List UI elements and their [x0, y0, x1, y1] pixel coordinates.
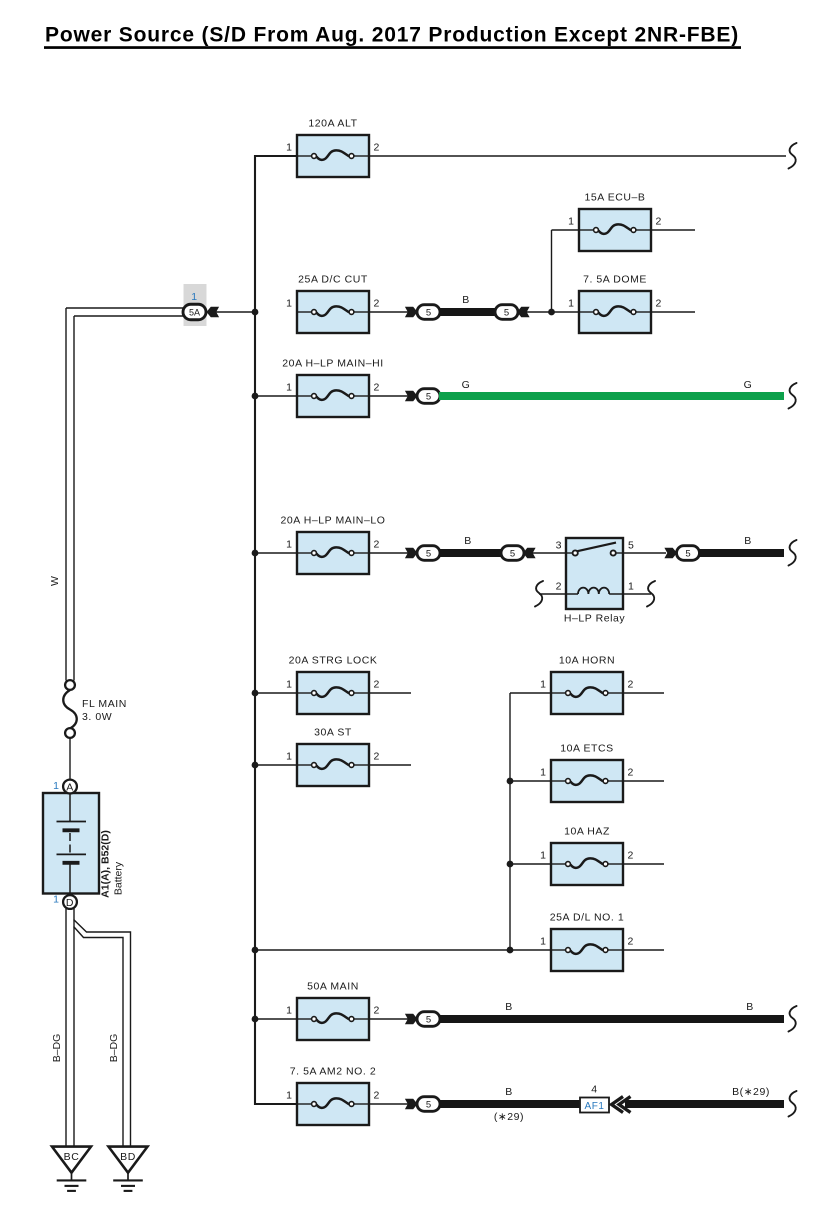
svg-text:(∗29): (∗29) — [494, 1111, 524, 1123]
svg-text:1: 1 — [540, 850, 546, 862]
svg-text:2: 2 — [656, 298, 662, 310]
svg-text:2: 2 — [374, 539, 380, 551]
svg-text:Battery: Battery — [113, 861, 125, 895]
svg-text:1: 1 — [568, 216, 574, 228]
svg-text:2: 2 — [374, 382, 380, 394]
svg-text:Power Source (S/D From Aug. 20: Power Source (S/D From Aug. 2017 Product… — [45, 24, 739, 47]
svg-text:W: W — [49, 576, 61, 586]
svg-text:BD: BD — [120, 1151, 136, 1163]
svg-text:4: 4 — [591, 1084, 597, 1096]
svg-text:B–DG: B–DG — [51, 1034, 63, 1063]
svg-text:G: G — [462, 379, 471, 391]
svg-text:2: 2 — [374, 751, 380, 763]
svg-text:25A D/C CUT: 25A D/C CUT — [298, 274, 368, 286]
svg-text:5: 5 — [504, 307, 509, 318]
svg-text:FL MAIN: FL MAIN — [82, 698, 127, 710]
svg-text:7. 5A AM2 NO. 2: 7. 5A AM2 NO. 2 — [290, 1066, 376, 1078]
svg-text:5A: 5A — [189, 307, 200, 317]
svg-text:2: 2 — [628, 767, 634, 779]
svg-text:AF1: AF1 — [585, 1101, 605, 1112]
svg-text:5: 5 — [426, 548, 431, 559]
svg-text:5: 5 — [685, 548, 690, 559]
svg-text:20A STRG LOCK: 20A STRG LOCK — [289, 655, 378, 667]
svg-text:2: 2 — [374, 679, 380, 691]
svg-text:B: B — [744, 535, 752, 547]
svg-text:1: 1 — [53, 893, 59, 905]
svg-text:G: G — [744, 379, 753, 391]
svg-text:B: B — [746, 1001, 754, 1013]
svg-text:5: 5 — [426, 307, 431, 318]
svg-text:B: B — [505, 1086, 513, 1098]
svg-text:D: D — [66, 897, 74, 909]
svg-text:2: 2 — [628, 850, 634, 862]
svg-text:2: 2 — [374, 1090, 380, 1102]
svg-text:5: 5 — [426, 1014, 431, 1025]
svg-text:1: 1 — [286, 679, 292, 691]
svg-text:1: 1 — [286, 382, 292, 394]
svg-text:15A ECU–B: 15A ECU–B — [585, 192, 646, 204]
svg-text:20A H–LP MAIN–LO: 20A H–LP MAIN–LO — [281, 515, 386, 527]
svg-text:25A D/L NO. 1: 25A D/L NO. 1 — [550, 912, 624, 924]
svg-text:3: 3 — [556, 540, 562, 552]
svg-text:5: 5 — [426, 1099, 431, 1110]
svg-text:10A HORN: 10A HORN — [559, 655, 615, 667]
svg-text:1: 1 — [286, 1005, 292, 1017]
svg-text:1: 1 — [628, 581, 634, 593]
svg-text:10A ETCS: 10A ETCS — [560, 743, 613, 755]
svg-text:1: 1 — [568, 298, 574, 310]
svg-text:B: B — [464, 535, 472, 547]
svg-text:A1(A), B52(D): A1(A), B52(D) — [100, 830, 112, 898]
svg-text:1: 1 — [191, 291, 197, 303]
svg-text:5: 5 — [426, 391, 431, 402]
svg-text:5: 5 — [510, 548, 515, 559]
svg-text:1: 1 — [286, 1090, 292, 1102]
svg-text:H–LP Relay: H–LP Relay — [564, 613, 626, 625]
svg-text:1: 1 — [286, 298, 292, 310]
svg-text:1: 1 — [286, 539, 292, 551]
svg-text:1: 1 — [540, 767, 546, 779]
svg-text:BC: BC — [64, 1151, 80, 1163]
svg-text:5: 5 — [628, 540, 634, 552]
svg-text:A: A — [66, 781, 74, 793]
svg-text:2: 2 — [374, 298, 380, 310]
svg-text:1: 1 — [53, 780, 59, 792]
svg-text:10A HAZ: 10A HAZ — [564, 826, 610, 838]
svg-text:2: 2 — [556, 581, 562, 593]
svg-text:2: 2 — [628, 936, 634, 948]
svg-text:30A ST: 30A ST — [314, 727, 352, 739]
svg-text:1: 1 — [540, 679, 546, 691]
svg-text:2: 2 — [628, 679, 634, 691]
svg-text:3. 0W: 3. 0W — [82, 711, 112, 723]
svg-text:2: 2 — [374, 142, 380, 154]
svg-text:B: B — [505, 1001, 513, 1013]
svg-text:2: 2 — [374, 1005, 380, 1017]
svg-text:2: 2 — [656, 216, 662, 228]
svg-text:B: B — [462, 294, 470, 306]
svg-text:B–DG: B–DG — [108, 1034, 120, 1063]
svg-text:50A MAIN: 50A MAIN — [307, 981, 359, 993]
svg-text:1: 1 — [286, 751, 292, 763]
svg-text:B(∗29): B(∗29) — [732, 1086, 770, 1098]
svg-text:20A H–LP MAIN–HI: 20A H–LP MAIN–HI — [282, 358, 383, 370]
svg-text:1: 1 — [540, 936, 546, 948]
svg-text:7. 5A DOME: 7. 5A DOME — [583, 274, 647, 286]
svg-text:120A ALT: 120A ALT — [308, 118, 357, 130]
svg-text:1: 1 — [286, 142, 292, 154]
